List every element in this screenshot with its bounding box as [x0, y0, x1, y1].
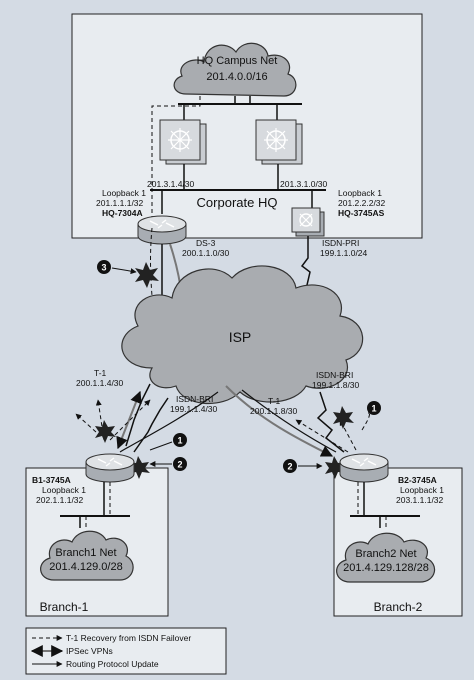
isp-label: ISP [229, 329, 252, 345]
routing-update-burst-hq-icon [135, 262, 159, 288]
hq-3745as-access-server-icon [291, 207, 325, 237]
branch1-net-subnet: 201.4.129.0/28 [49, 561, 122, 573]
branch1-site-label: Branch-1 [40, 600, 89, 614]
b2-t1-subnet: 200.1.1.8/30 [250, 406, 298, 416]
b1-3745a-router-icon [85, 453, 135, 483]
hq-campus-name: HQ Campus Net [197, 55, 278, 67]
hq-campus-subnet: 201.4.0.0/16 [206, 71, 267, 83]
legend-t1-recovery: T-1 Recovery from ISDN Failover [66, 633, 191, 643]
legend: T-1 Recovery from ISDN Failover IPSec VP… [25, 627, 227, 675]
switch1-subnet: 201.3.1.4/30 [147, 179, 195, 189]
routing-update-burst-b1-top-icon [95, 420, 116, 443]
legend-routing-update: Routing Protocol Update [66, 659, 159, 669]
hq-3745as-name: HQ-3745AS [338, 208, 385, 218]
callout-1-left-badge-icon: 1 [173, 433, 187, 447]
legend-ipsec: IPSec VPNs [66, 646, 113, 656]
b2-isdn-bri-label: ISDN-BRI [316, 370, 353, 380]
b2-isdn-bri-subnet: 199.1.1.8/30 [312, 380, 360, 390]
multilayer-switch-1-icon [159, 119, 207, 165]
branch2-site-label: Branch-2 [374, 600, 423, 614]
routing-update-burst-b2-icon [325, 456, 346, 479]
branch2-cloud-icon [336, 532, 436, 583]
callout-2-right-badge-icon: 2 [283, 459, 297, 473]
b1-isdn-bri-label: ISDN-BRI [176, 394, 213, 404]
isdn-pri-label: ISDN-PRI [322, 238, 359, 248]
hq-7304a-router-icon [137, 215, 187, 245]
isdn-pri-subnet: 199.1.1.0/24 [320, 248, 368, 258]
hq-3745as-loopback-label: Loopback 1 [338, 188, 382, 198]
callout-2-left-badge-icon: 2 [173, 457, 187, 471]
b1-t1-subnet: 200.1.1.4/30 [76, 378, 124, 388]
callout-1-right-badge-icon: 1 [367, 401, 381, 415]
hq-7304a-name: HQ-7304A [102, 208, 143, 218]
b1-loopback-label: Loopback 1 [42, 485, 86, 495]
isdn-pri-lightning-icon [300, 236, 311, 299]
isp-cloud-icon [121, 265, 364, 405]
hq-7304a-loopback-addr: 201.1.1.1/32 [96, 198, 144, 208]
b2-t1-label: T-1 [268, 396, 281, 406]
routing-update-burst-b1-icon [129, 456, 150, 479]
b1-router-name: B1-3745A [32, 475, 71, 485]
branch2-net-subnet: 201.4.129.128/28 [343, 562, 429, 574]
b2-loopback-label: Loopback 1 [400, 485, 444, 495]
corporate-hq-title: Corporate HQ [197, 195, 278, 210]
branch2-net-name: Branch2 Net [355, 548, 416, 560]
b2-router-name: B2-3745A [398, 475, 437, 485]
callout-1-right-number: 1 [371, 404, 376, 414]
routing-update-burst-b2-top-icon [333, 406, 354, 429]
callout-3-number: 3 [101, 263, 106, 273]
multilayer-switch-2-icon [255, 119, 303, 165]
callout-2-right-number: 2 [287, 462, 292, 472]
branch1-net-name: Branch1 Net [55, 547, 116, 559]
b1-loopback-addr: 202.1.1.1/32 [36, 495, 84, 505]
ds3-link-subnet: 200.1.1.0/30 [182, 248, 230, 258]
ds3-link-label: DS-3 [196, 238, 216, 248]
callout-1-left-number: 1 [177, 436, 182, 446]
callout-2-left-number: 2 [177, 460, 182, 470]
b2-3745a-router-icon [339, 453, 389, 483]
hq-7304a-loopback-label: Loopback 1 [102, 188, 146, 198]
switch2-subnet: 201.3.1.0/30 [280, 179, 328, 189]
b2-loopback-addr: 203.1.1.1/32 [396, 495, 444, 505]
hq-3745as-loopback-addr: 201.2.2.2/32 [338, 198, 386, 208]
callout-3-badge-icon: 3 [97, 260, 111, 274]
b1-t1-label: T-1 [94, 368, 107, 378]
branch1-cloud-icon [40, 530, 134, 581]
hq-campus-cloud-icon [173, 42, 297, 97]
